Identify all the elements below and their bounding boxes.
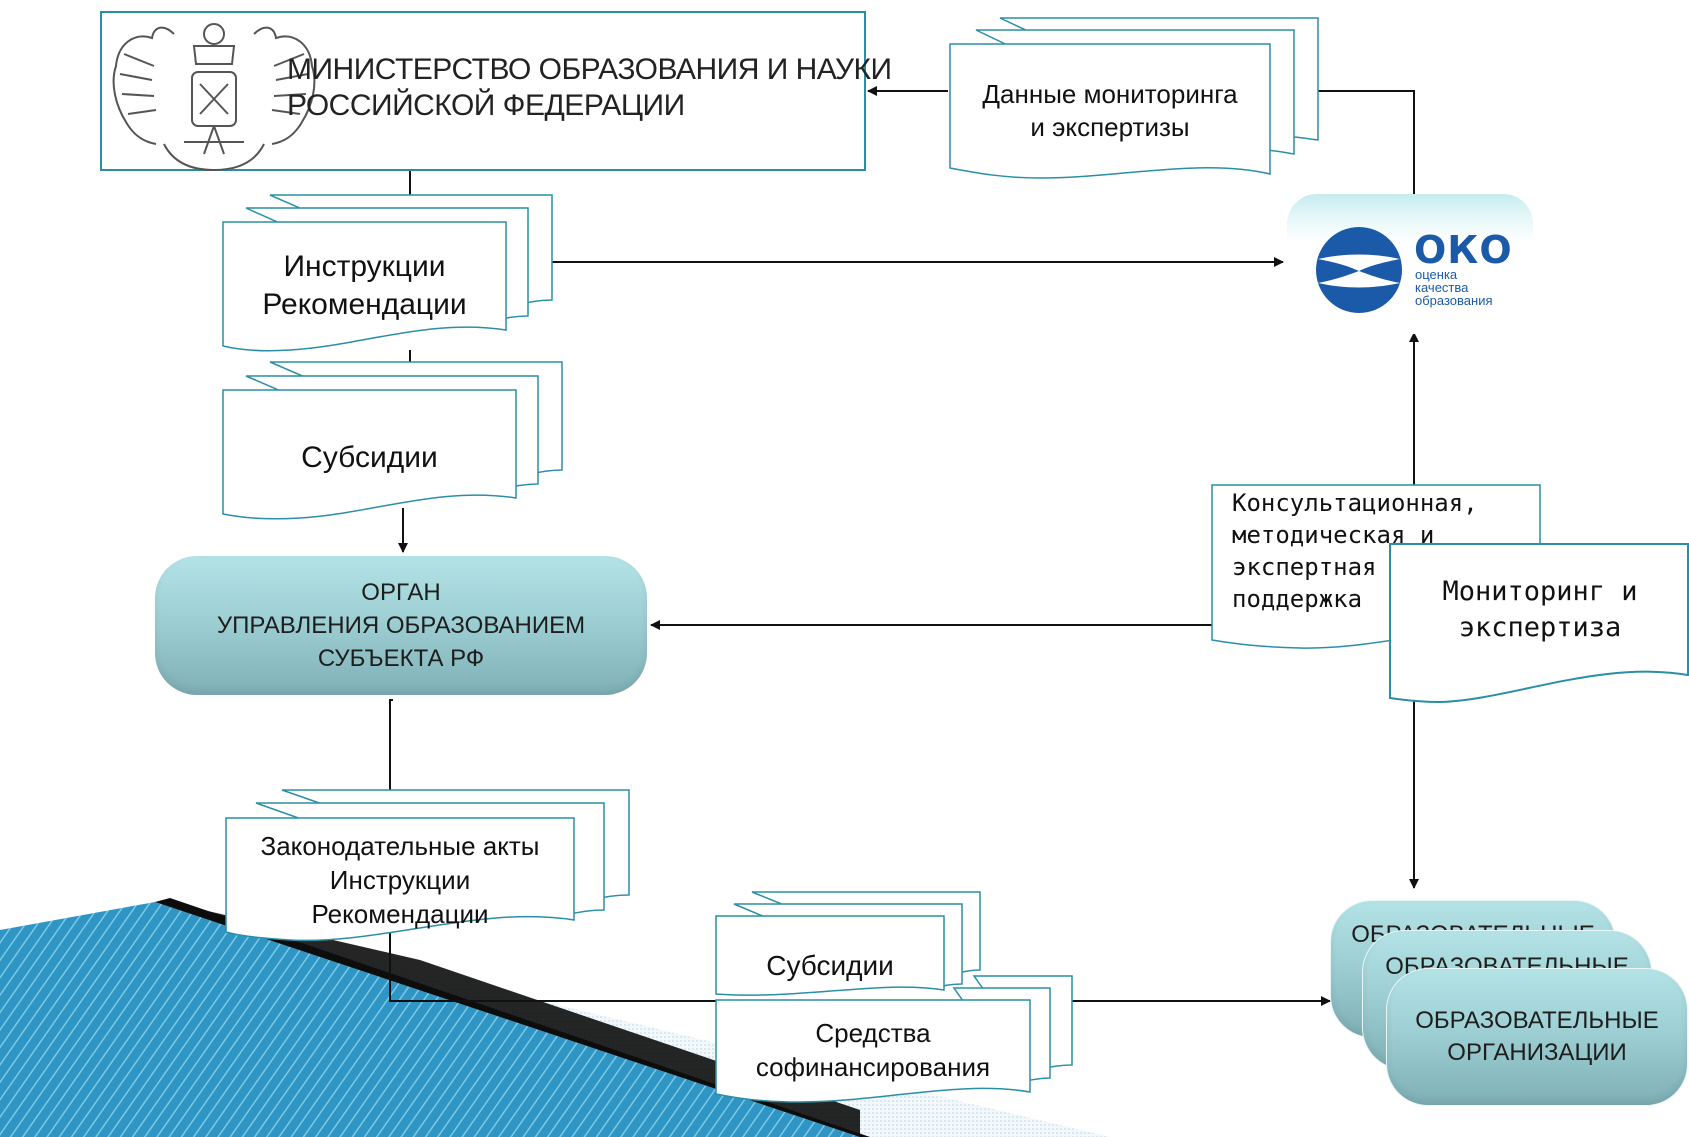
edu-orgs-line1: ОБРАЗОВАТЕЛЬНЫЕ xyxy=(1415,1007,1659,1034)
monitoring-data-doc: Данные мониторинга и экспертизы xyxy=(950,72,1270,150)
subsidies-top-label: Субсидии xyxy=(301,440,438,474)
laws-doc: Законодательные акты Инструкции Рекоменд… xyxy=(226,826,574,934)
oko-sub1: оценка xyxy=(1415,267,1458,282)
consult-line2: методическая и xyxy=(1232,521,1435,549)
laws-line3: Рекомендации xyxy=(311,899,489,929)
monitoring-data-line2: и экспертизы xyxy=(1030,112,1190,142)
ministry-box xyxy=(100,11,866,171)
consult-line1: Консультационная, xyxy=(1232,489,1478,517)
instructions-line1: Инструкции xyxy=(283,249,446,283)
ministry-title-line1: МИНИСТЕРСТВО ОБРАЗОВАНИЯ И НАУКИ xyxy=(287,53,892,86)
cofinancing-doc: Средства софинансирования xyxy=(716,1010,1030,1090)
subsidies-bottom-doc: Субсидии xyxy=(716,938,944,994)
ministry-title-line2: РОССИЙСКОЙ ФЕДЕРАЦИИ xyxy=(287,89,685,122)
russian-coat-of-arms-icon xyxy=(112,23,316,172)
cofinancing-line1: Средства xyxy=(815,1018,931,1048)
subsidies-bottom-label: Субсидии xyxy=(766,950,894,982)
organ-line3: СУБЪЕКТА РФ xyxy=(317,645,485,672)
monitoring-line2: экспертиза xyxy=(1458,612,1622,643)
monitoring-data-doc-shape xyxy=(949,17,1319,179)
cofinancing-doc-shape xyxy=(715,975,1073,1103)
instructions-line2: Рекомендации xyxy=(262,288,467,321)
monitoring-line1: Мониторинг и xyxy=(1442,576,1638,607)
line-oko-to-monitoring-data xyxy=(1318,90,1415,194)
subsidies-top-doc: Субсидии xyxy=(223,428,516,488)
instructions-doc: Инструкции Рекомендации xyxy=(223,244,506,328)
edu-orgs-line2: ОРГАНИЗАЦИИ xyxy=(1447,1039,1627,1066)
laws-doc-shape xyxy=(225,789,630,942)
organ-box: ОРГАН УПРАВЛЕНИЯ ОБРАЗОВАНИЕМ СУБЪЕКТА Р… xyxy=(155,556,647,695)
monitoring-doc-shape xyxy=(1389,543,1689,704)
cofinancing-line2: софинансирования xyxy=(755,1052,991,1082)
subsidies-bottom-doc-shape xyxy=(715,891,981,996)
oko-brand: ОКО xyxy=(1414,228,1513,272)
consult-line4: поддержка xyxy=(1232,585,1363,613)
consult-doc: Консультационная, методическая и эксперт… xyxy=(1232,487,1532,615)
instructions-doc-shape xyxy=(222,194,553,352)
oko-subtitle: оценка качества образования xyxy=(1415,268,1493,307)
ministry-title: МИНИСТЕРСТВО ОБРАЗОВАНИЯ И НАУКИ РОССИЙС… xyxy=(287,52,892,124)
organ-line2: УПРАВЛЕНИЯ ОБРАЗОВАНИЕМ xyxy=(216,612,586,639)
oko-logo-icon xyxy=(1316,227,1402,313)
monitoring-data-line1: Данные мониторинга xyxy=(982,78,1238,109)
organ-line1: ОРГАН xyxy=(361,579,441,606)
laws-line2: Инструкции xyxy=(329,865,471,895)
monitoring-doc: Мониторинг и экспертиза xyxy=(1392,572,1688,648)
oko-sub3: образования xyxy=(1415,293,1493,308)
subsidies-top-doc-shape xyxy=(222,361,563,520)
oko-sub2: качества xyxy=(1415,280,1469,295)
consult-line3: экспертная xyxy=(1232,553,1377,581)
edu-orgs-box: ОБРАЗОВАТЕЛЬНЫЕ ОРГАНИЗАЦИИ xyxy=(1386,968,1688,1106)
laws-line1: Законодательные акты xyxy=(260,831,540,861)
